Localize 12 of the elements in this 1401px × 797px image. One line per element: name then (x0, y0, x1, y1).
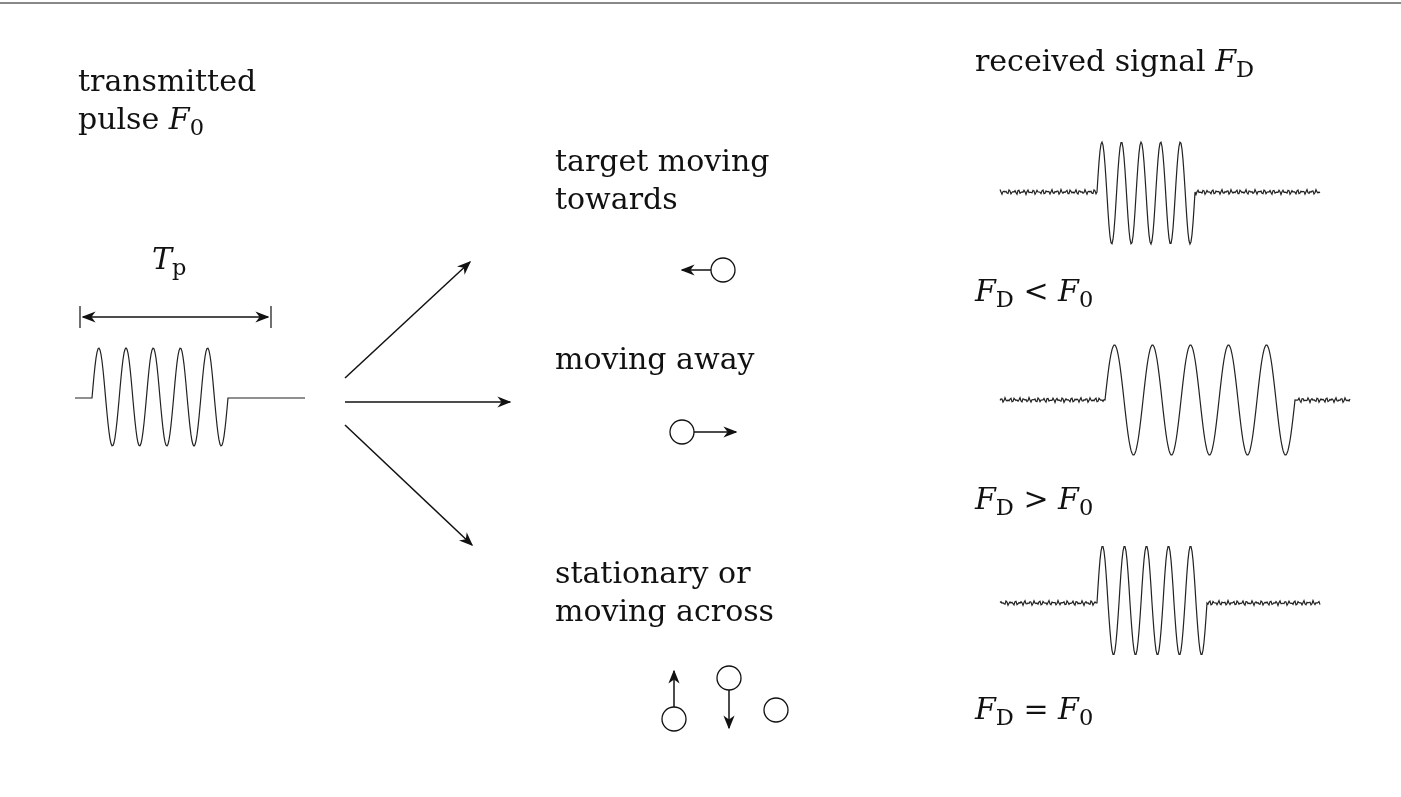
dimension-label: T$_{p}$ (152, 240, 187, 278)
target-label: target moving towards (555, 142, 771, 218)
frequency-relation: F$_{D}$ < F$_{0}$ (975, 272, 1094, 310)
frequency-relation: F$_{D}$ > F$_{0}$ (975, 480, 1094, 518)
target-label: moving away (555, 340, 756, 378)
heading: received signal F$_{D}$ (975, 42, 1255, 80)
arrow (344, 261, 472, 379)
arrow (344, 396, 512, 408)
frequency-relation: F$_{D}$ = F$_{0}$ (975, 690, 1094, 728)
arrow (344, 424, 473, 546)
heading: transmitted pulse F$_{0}$ (78, 62, 258, 138)
target-label: stationary or moving across (555, 554, 775, 630)
